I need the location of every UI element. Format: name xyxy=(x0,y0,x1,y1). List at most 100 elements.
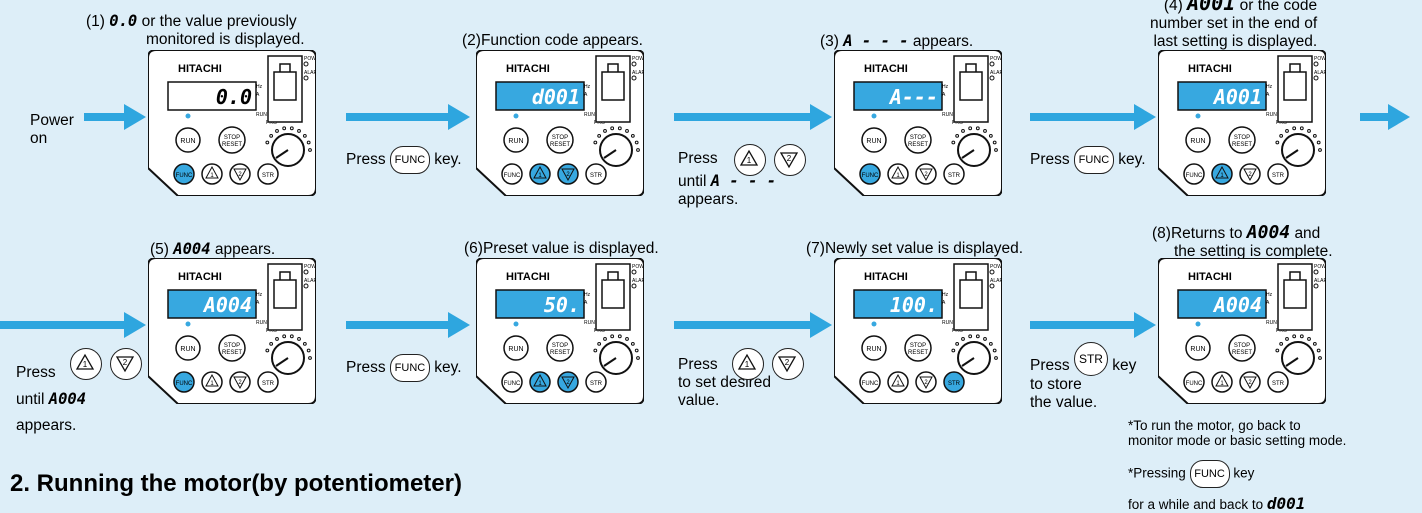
action-4-code: A004 xyxy=(48,390,87,408)
rj45-port-latch xyxy=(965,271,977,280)
alarm-led xyxy=(989,283,995,289)
func-key-inline: FUNC xyxy=(1189,460,1230,488)
down-key-number: 2 xyxy=(123,358,128,367)
stop-reset-key[interactable] xyxy=(1228,334,1256,362)
dial-tick xyxy=(269,133,274,138)
up-key-number: 1 xyxy=(1220,381,1224,387)
dial-tick xyxy=(308,356,312,360)
inverter-panel: HITACHIA---HzARUNPRGPOWERALARMRUNSTOPRES… xyxy=(834,50,1002,196)
display-window xyxy=(167,81,257,111)
func-key-label: FUNC xyxy=(1186,173,1203,179)
step-3-caption: (3) A - - - appears. xyxy=(820,32,973,51)
power-on-label: Power on xyxy=(30,112,74,148)
dial-tick xyxy=(951,140,956,145)
dial-tick xyxy=(625,337,629,341)
func-key[interactable] xyxy=(173,371,195,393)
action-7-suffix: key xyxy=(1112,357,1137,375)
func-key[interactable] xyxy=(501,371,523,393)
run-key[interactable] xyxy=(175,127,201,153)
dial-tick xyxy=(306,140,311,145)
power-label: POWER xyxy=(304,264,316,270)
power-on-line2: on xyxy=(30,130,48,147)
alarm-label: ALARM xyxy=(632,278,644,284)
run-led-label: RUN xyxy=(1266,320,1277,326)
str-key-label: STR xyxy=(1272,173,1285,179)
alarm-led xyxy=(631,283,637,289)
run-key[interactable] xyxy=(861,127,887,153)
up-key-icon: 1 xyxy=(732,348,764,380)
str-key[interactable] xyxy=(585,163,607,185)
display-readout: A004 xyxy=(202,293,252,317)
stop-reset-key[interactable] xyxy=(904,126,932,154)
dial-tick xyxy=(1318,148,1322,152)
up-key[interactable] xyxy=(201,371,223,393)
dial-tick xyxy=(961,337,965,341)
run-key[interactable] xyxy=(1185,127,1211,153)
brand-logo: HITACHI xyxy=(1188,271,1232,283)
up-key[interactable] xyxy=(887,371,909,393)
flow-arrow-6 xyxy=(346,312,470,338)
run-key-label: RUN xyxy=(1190,346,1205,353)
func-key[interactable] xyxy=(859,371,881,393)
down-key-number: 2 xyxy=(924,380,928,386)
step-5-caption-code: A004 xyxy=(173,240,211,258)
up-key[interactable] xyxy=(529,371,551,393)
run-key[interactable] xyxy=(503,127,529,153)
func-key[interactable] xyxy=(1183,371,1205,393)
step-5-caption: (5) A004 appears. xyxy=(150,240,275,259)
up-key[interactable] xyxy=(201,163,223,185)
action-7-press: Press xyxy=(1030,357,1070,375)
dial-tick xyxy=(988,341,993,346)
alarm-led xyxy=(303,75,309,81)
str-key[interactable] xyxy=(257,371,279,393)
up-key[interactable] xyxy=(887,163,909,185)
prg-label: PRG xyxy=(1276,328,1287,334)
stop-reset-key[interactable] xyxy=(1228,126,1256,154)
run-key[interactable] xyxy=(1185,335,1211,361)
str-key[interactable] xyxy=(943,371,965,393)
str-key-label: STR xyxy=(262,381,275,387)
func-key[interactable] xyxy=(1183,163,1205,185)
str-key[interactable] xyxy=(1267,163,1289,185)
rj45-port-icon xyxy=(273,279,297,309)
stop-reset-key[interactable] xyxy=(904,334,932,362)
run-led-label: RUN xyxy=(942,112,953,118)
up-key-number: 1 xyxy=(538,173,542,179)
dial-tick xyxy=(955,341,960,346)
dial-tick xyxy=(988,133,993,138)
func-key[interactable] xyxy=(173,163,195,185)
up-key-number: 1 xyxy=(896,173,900,179)
str-key[interactable] xyxy=(943,163,965,185)
str-key[interactable] xyxy=(1267,371,1289,393)
power-label: POWER xyxy=(632,264,644,270)
stop-reset-key[interactable] xyxy=(546,126,574,154)
stop-reset-key[interactable] xyxy=(546,334,574,362)
str-key[interactable] xyxy=(585,371,607,393)
display-window xyxy=(167,289,257,319)
dial-tick xyxy=(968,126,973,131)
a-label: A xyxy=(256,92,260,98)
prg-label: PRG xyxy=(594,120,605,126)
action-3-press: Press xyxy=(1030,151,1070,169)
up-key[interactable] xyxy=(1211,163,1233,185)
connector-cover xyxy=(267,263,303,331)
dial-tick xyxy=(302,133,307,138)
func-key[interactable] xyxy=(859,163,881,185)
str-key[interactable] xyxy=(257,163,279,185)
run-key[interactable] xyxy=(503,335,529,361)
up-key[interactable] xyxy=(1211,371,1233,393)
dial-tick xyxy=(625,129,629,133)
up-key[interactable] xyxy=(529,163,551,185)
stop-reset-key[interactable] xyxy=(218,334,246,362)
run-key[interactable] xyxy=(175,335,201,361)
run-key[interactable] xyxy=(861,335,887,361)
stop-reset-key[interactable] xyxy=(218,126,246,154)
func-key[interactable] xyxy=(501,163,523,185)
step-8-caption-line1: (8)Returns to xyxy=(1152,225,1243,242)
dial-tick xyxy=(302,341,307,346)
dial-tick xyxy=(282,334,287,339)
led-indicator xyxy=(185,113,191,119)
run-key-label: RUN xyxy=(180,346,195,353)
hz-label: Hz xyxy=(942,84,949,90)
dial-tick xyxy=(593,140,598,145)
